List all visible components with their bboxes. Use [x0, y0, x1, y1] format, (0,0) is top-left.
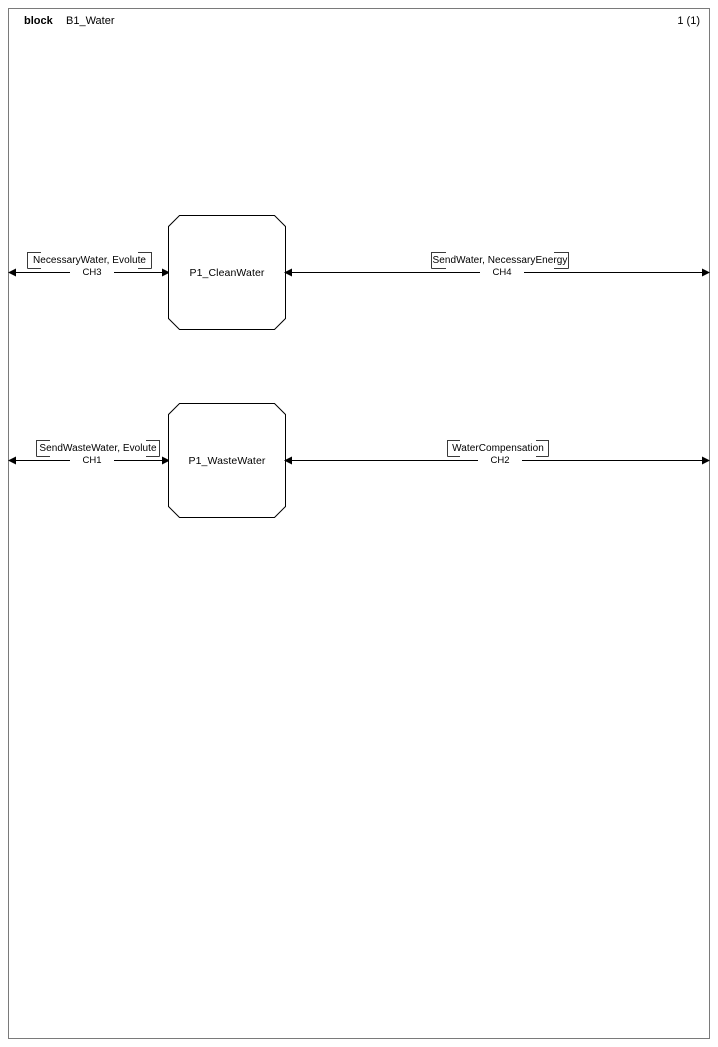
channel-ch1-signal-text: SendWasteWater, Evolute: [39, 443, 157, 454]
block-p1-cleanwater-label: P1_CleanWater: [189, 266, 265, 279]
channel-ch1-arrowhead-left: [8, 456, 16, 465]
channel-ch4-signal-text: SendWater, NecessaryEnergy: [432, 255, 568, 266]
channel-ch2-name: CH2: [478, 455, 522, 466]
channel-ch1[interactable]: SendWasteWater, Evolute CH1: [8, 440, 170, 480]
channel-ch3-signal-label[interactable]: NecessaryWater, Evolute: [27, 252, 152, 269]
block-p1-cleanwater-shape: [168, 215, 286, 330]
channel-ch1-name: CH1: [70, 455, 114, 466]
channel-ch2-arrowhead-left: [284, 456, 292, 465]
diagram-kind-label: block: [24, 15, 53, 27]
diagram-name-label: B1_Water: [66, 15, 115, 27]
block-p1-wastewater-shape: [168, 403, 286, 518]
channel-ch2-signal-label[interactable]: WaterCompensation: [447, 440, 549, 457]
channel-ch1-label-bracket: [36, 440, 160, 457]
channel-ch3-arrowhead-right: [162, 268, 170, 277]
block-p1-cleanwater[interactable]: P1_CleanWater: [168, 215, 286, 330]
channel-ch4-label-bracket: [431, 252, 569, 269]
channel-ch3-arrowhead-left: [8, 268, 16, 277]
channel-ch3-label-bracket: [27, 252, 152, 269]
channel-ch2-signal-text: WaterCompensation: [452, 443, 544, 454]
channel-ch4-arrowhead-right: [702, 268, 710, 277]
channel-ch2[interactable]: WaterCompensation CH2: [284, 440, 710, 480]
channel-ch3[interactable]: NecessaryWater, Evolute CH3: [8, 252, 170, 292]
channel-ch4[interactable]: SendWater, NecessaryEnergy CH4: [284, 252, 710, 292]
block-p1-wastewater-label: P1_WasteWater: [188, 454, 266, 467]
page-border: [8, 8, 710, 1039]
channel-ch3-signal-text: NecessaryWater, Evolute: [32, 255, 147, 266]
page-number-label: 1 (1): [677, 15, 700, 27]
channel-ch4-name: CH4: [480, 267, 524, 278]
channel-ch1-arrowhead-right: [162, 456, 170, 465]
channel-ch2-arrowhead-right: [702, 456, 710, 465]
block-p1-wastewater[interactable]: P1_WasteWater: [168, 403, 286, 518]
channel-ch4-arrowhead-left: [284, 268, 292, 277]
channel-ch1-signal-label[interactable]: SendWasteWater, Evolute: [36, 440, 160, 457]
channel-ch3-name: CH3: [70, 267, 114, 278]
channel-ch2-label-bracket: [447, 440, 549, 457]
channel-ch4-signal-label[interactable]: SendWater, NecessaryEnergy: [431, 252, 569, 269]
